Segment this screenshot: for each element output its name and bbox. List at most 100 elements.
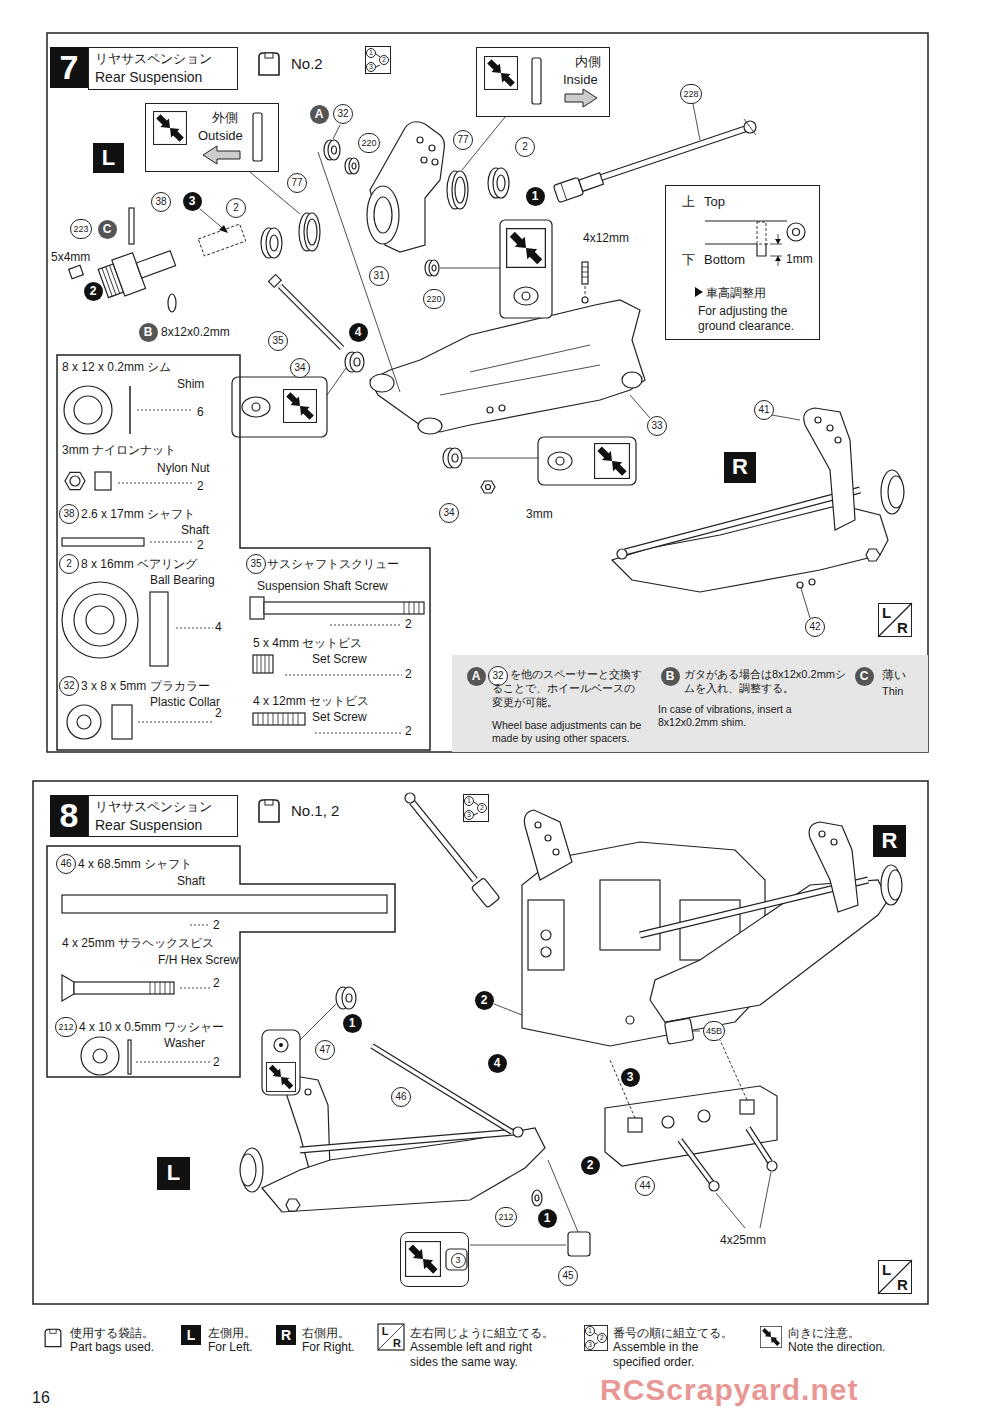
direction-callout: 内側Inside bbox=[476, 47, 610, 117]
note-text: In case of vibrations, insert a 8x12x0.2… bbox=[658, 703, 848, 729]
assembled-arm bbox=[241, 1148, 263, 1192]
wheel-axle bbox=[69, 265, 84, 279]
label-text: リヤサスペンション bbox=[95, 51, 212, 67]
callout-box bbox=[266, 1062, 295, 1091]
part-sample bbox=[74, 594, 126, 646]
icon-letter: L bbox=[882, 604, 891, 622]
step-frame bbox=[33, 33, 928, 1304]
small-spacer bbox=[328, 140, 340, 160]
suspension-screw bbox=[280, 286, 342, 348]
label-text: 上 bbox=[682, 194, 695, 210]
assembled-arm bbox=[300, 1132, 515, 1150]
part-sample bbox=[118, 483, 193, 484]
collar bbox=[350, 352, 364, 372]
legend-entry: 番号の順に組立てる。 Assemble in the specified ord… bbox=[613, 1326, 738, 1369]
assembled-arm bbox=[831, 839, 837, 845]
step-order-number: 3 bbox=[183, 192, 202, 211]
suspension-screw bbox=[269, 275, 282, 288]
assembled-arm bbox=[809, 579, 815, 585]
mount-plate bbox=[628, 1118, 642, 1132]
side-tag: L bbox=[93, 143, 124, 173]
leader-line bbox=[693, 1031, 700, 1032]
label-text: 2 bbox=[405, 724, 412, 738]
part-sample bbox=[285, 675, 402, 676]
assembled-arm bbox=[866, 549, 880, 561]
part-sample bbox=[138, 722, 213, 723]
part-sample bbox=[70, 476, 80, 486]
callout-box bbox=[514, 287, 538, 305]
hinge-pin bbox=[664, 1018, 693, 1044]
label-text: No.2 bbox=[291, 55, 323, 73]
callout-box bbox=[538, 437, 636, 485]
label-text: 2 bbox=[405, 617, 412, 631]
callout-number: 228 bbox=[680, 84, 701, 104]
parts-list-outline bbox=[47, 355, 430, 1077]
label-text: 4x25mm bbox=[720, 1233, 766, 1247]
step-order-number: 2 bbox=[581, 1156, 600, 1175]
label-text: Rear Suspension bbox=[95, 817, 202, 834]
note-panel: A32を他のスペーサーと交換することで、ホイールベースの変更が可能。Wheel … bbox=[452, 655, 928, 752]
hinge-pin bbox=[342, 987, 356, 1009]
wheel-axle bbox=[106, 267, 116, 295]
part-sample bbox=[93, 1049, 107, 1063]
label-text: 内側 bbox=[575, 54, 601, 70]
legend-entry: 右側用。 For Right. bbox=[302, 1326, 366, 1355]
assembled-arm bbox=[881, 865, 901, 905]
callout-number: 35 bbox=[246, 554, 266, 574]
legend-icon bbox=[584, 1326, 607, 1351]
part-sample bbox=[180, 988, 210, 989]
label-text: 3 x 8 x 5mm プラカラー bbox=[81, 679, 210, 693]
part-sample bbox=[257, 655, 269, 673]
assembled-arm bbox=[300, 1132, 515, 1150]
direction-callout: 3 bbox=[400, 1232, 469, 1287]
part-sample bbox=[150, 542, 193, 543]
label-text: 5 x 4mm セットビス bbox=[253, 636, 362, 650]
drive-shaft bbox=[744, 119, 756, 135]
leader-line bbox=[800, 585, 810, 618]
tag-letter: 8 bbox=[50, 797, 88, 834]
assembled-arm bbox=[797, 582, 803, 588]
label-text: 4x12mm bbox=[583, 231, 629, 245]
callout-box bbox=[232, 220, 636, 485]
hub-carrier bbox=[421, 157, 427, 163]
small-spacer bbox=[324, 140, 340, 160]
label-text: 3mm bbox=[526, 507, 553, 521]
collar bbox=[486, 485, 491, 490]
direction-icon bbox=[253, 113, 262, 161]
callout-number: 46 bbox=[391, 1087, 411, 1107]
step-order-number: 2 bbox=[475, 991, 494, 1010]
ride-height-detail bbox=[695, 287, 703, 297]
step-title-box: リヤサスペンションRear Suspension bbox=[88, 795, 238, 837]
callout-box bbox=[232, 377, 327, 437]
drive-shaft bbox=[579, 173, 604, 192]
callout-box bbox=[595, 444, 630, 479]
hinge-pin bbox=[532, 1190, 542, 1206]
chassis bbox=[412, 802, 475, 880]
hub-carrier bbox=[367, 186, 399, 244]
order-digit: 1 bbox=[366, 48, 376, 58]
label-text: Washer bbox=[164, 1036, 205, 1050]
part-sample bbox=[112, 705, 132, 739]
legend-icon bbox=[760, 1326, 781, 1347]
suspension-arm bbox=[370, 300, 645, 432]
small-spacer bbox=[324, 140, 439, 276]
part-sample bbox=[250, 597, 264, 619]
legend-text: 番号の順に組立てる。 Assemble in the specified ord… bbox=[613, 1326, 738, 1369]
small-spacer bbox=[432, 265, 436, 271]
label-text: 16 bbox=[32, 1388, 50, 1407]
label-text: 2 bbox=[197, 538, 204, 552]
assembled-arm bbox=[815, 417, 821, 423]
header-icon bbox=[464, 795, 489, 822]
icon-letter: R bbox=[897, 619, 908, 637]
direction-icon bbox=[154, 112, 187, 145]
label-text: 8x12x0.2mm bbox=[161, 325, 230, 339]
chassis bbox=[535, 822, 541, 828]
mount-plate bbox=[748, 1128, 770, 1162]
leader-line bbox=[440, 268, 500, 269]
part-sample bbox=[62, 895, 387, 913]
legend-icon bbox=[181, 1325, 201, 1345]
assembled-arm bbox=[809, 822, 858, 912]
direction-callout: 外側Outside bbox=[145, 103, 279, 172]
callout-number: 34 bbox=[290, 358, 310, 378]
assembled-arm bbox=[240, 822, 902, 1212]
